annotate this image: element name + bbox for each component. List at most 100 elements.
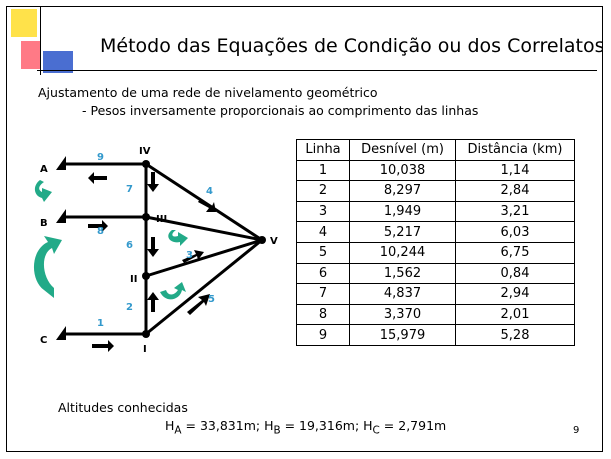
cell-linha: 7 xyxy=(296,283,350,305)
cell-desnivel: 4,837 xyxy=(349,283,456,305)
cell-linha: 8 xyxy=(296,303,350,326)
point-label-c: C xyxy=(40,335,47,346)
line-3-upper xyxy=(145,215,263,242)
arrow-line-1 xyxy=(92,340,114,352)
cell-desnivel: 1,562 xyxy=(349,262,456,285)
point-label-iii: III xyxy=(156,214,167,225)
cell-desnivel: 10,038 xyxy=(349,159,456,182)
cell-distancia: 3,21 xyxy=(455,200,575,223)
loop-arrow-1 xyxy=(34,180,52,202)
cell-desnivel: 5,217 xyxy=(349,221,456,243)
cell-desnivel: 1,949 xyxy=(349,200,456,223)
decor-blue-square xyxy=(43,51,73,73)
known-altitudes-label: Altitudes conhecidas xyxy=(58,400,188,415)
line-label-7: 7 xyxy=(126,184,133,195)
ha-value: = 33,831m; xyxy=(181,418,265,433)
hb-symbol: H xyxy=(264,418,274,433)
point-marker-i xyxy=(142,330,150,338)
slide-subtitle: Ajustamento de uma rede de nivelamento g… xyxy=(38,85,378,100)
cell-distancia: 1,14 xyxy=(455,159,575,182)
cell-linha: 3 xyxy=(296,200,350,223)
loop-arrows xyxy=(33,180,188,300)
title-underline xyxy=(37,70,597,71)
point-label-b: B xyxy=(40,218,48,229)
cell-linha: 4 xyxy=(296,221,350,243)
line-label-6: 6 xyxy=(126,240,133,251)
hc-value: = 2,791m xyxy=(379,418,447,433)
hb-value: = 19,316m; xyxy=(280,418,364,433)
header-distancia: Distância (km) xyxy=(455,139,575,161)
decor-vertical-line xyxy=(40,7,41,75)
point-marker-a xyxy=(56,156,66,170)
cell-distancia: 2,94 xyxy=(455,283,575,305)
cell-linha: 1 xyxy=(296,159,350,182)
cell-linha: 9 xyxy=(296,324,350,346)
slide-bullet: - Pesos inversamente proporcionais ao co… xyxy=(82,103,479,118)
point-markers xyxy=(56,156,266,340)
cell-linha: 6 xyxy=(296,262,350,285)
cell-desnivel: 10,244 xyxy=(349,241,456,264)
loop-arrow-2 xyxy=(168,230,188,246)
line-label-9: 9 xyxy=(97,152,104,163)
point-label-iv: IV xyxy=(139,146,151,157)
point-marker-iv xyxy=(142,160,150,168)
point-marker-ii xyxy=(142,272,150,280)
network-lines xyxy=(62,162,263,336)
loop-arrow-3 xyxy=(160,282,186,300)
cell-distancia: 0,84 xyxy=(455,262,575,285)
arrow-line-8 xyxy=(88,220,108,232)
ha-symbol: H xyxy=(165,418,175,433)
point-marker-b xyxy=(56,209,66,223)
header-desnivel: Desnível (m) xyxy=(349,139,456,161)
line-5 xyxy=(145,238,263,336)
hc-symbol: H xyxy=(363,418,373,433)
hc-subscript: C xyxy=(372,424,380,437)
leveling-network-diagram: A B C I II III IV V 9 8 1 7 6 2 4 3 5 xyxy=(33,146,278,355)
point-label-i: I xyxy=(143,344,147,355)
cell-distancia: 5,28 xyxy=(455,324,575,346)
line-label-4: 4 xyxy=(206,186,213,197)
slide-title: Método das Equações de Condição ou dos C… xyxy=(100,35,603,57)
decor-pink-square xyxy=(21,41,41,69)
line-label-8: 8 xyxy=(97,226,104,237)
known-altitudes-values: HA = 33,831m; HB = 19,316m; HC = 2,791m xyxy=(165,418,446,437)
point-marker-v xyxy=(258,236,266,244)
point-label-v: V xyxy=(270,236,278,247)
decor-yellow-square xyxy=(11,9,37,37)
point-labels: A B C I II III IV V xyxy=(40,146,278,355)
page-number: 9 xyxy=(573,425,580,436)
arrow-line-5 xyxy=(187,294,210,315)
header-linha: Linha xyxy=(296,139,350,161)
arrow-line-3 xyxy=(182,250,204,263)
point-label-ii: II xyxy=(130,274,137,285)
arrow-line-7 xyxy=(147,172,159,192)
table-header-row: Linha Desnível (m) Distância (km) xyxy=(296,139,575,161)
cell-linha: 2 xyxy=(296,180,350,202)
hb-subscript: B xyxy=(273,424,281,437)
cell-distancia: 2,01 xyxy=(455,303,575,326)
line-label-2: 2 xyxy=(126,302,133,313)
cell-distancia: 6,03 xyxy=(455,221,575,243)
loop-arrow-large xyxy=(33,236,62,298)
point-label-a: A xyxy=(40,164,48,175)
line-3 xyxy=(145,238,263,278)
line-label-1: 1 xyxy=(97,318,104,329)
cell-distancia: 2,84 xyxy=(455,180,575,202)
arrow-line-4 xyxy=(198,199,216,212)
line-number-labels: 9 8 1 7 6 2 4 3 5 xyxy=(97,152,215,329)
cell-desnivel: 3,370 xyxy=(349,303,456,326)
point-marker-iii xyxy=(142,213,150,221)
direction-arrows xyxy=(88,172,216,352)
cell-desnivel: 8,297 xyxy=(349,180,456,202)
cell-desnivel: 15,979 xyxy=(349,324,456,346)
